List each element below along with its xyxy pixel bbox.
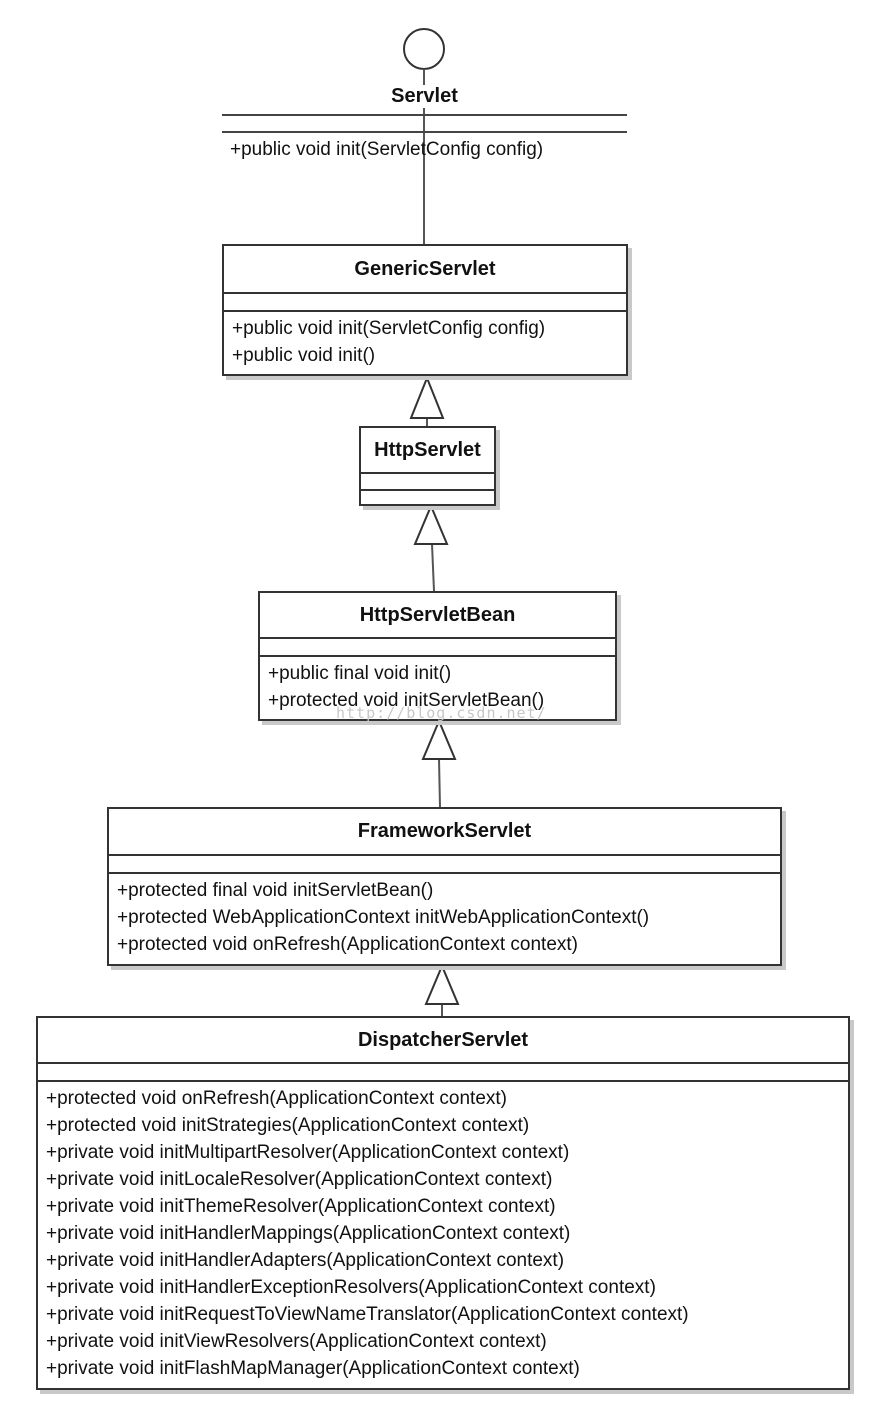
operation: +private void initHandlerMappings(Applic… (46, 1223, 571, 1244)
watermark: http://blog.csdn.net/ (336, 704, 547, 722)
attribute-compartment (224, 292, 626, 310)
generalization-arrowhead-icon (409, 375, 445, 419)
operation: +private void initHandlerAdapters(Applic… (46, 1250, 565, 1271)
operation: +public void init() (232, 345, 376, 366)
operation: +public void init(ServletConfig config) (230, 139, 544, 160)
generalization-arrowhead-icon (421, 718, 457, 760)
operation: +private void initFlashMapManager(Applic… (46, 1358, 580, 1379)
class-dispatcherservlet: DispatcherServlet +protected void onRefr… (36, 1016, 850, 1390)
operation: +protected void onRefresh(ApplicationCon… (46, 1088, 508, 1109)
operation-compartment: +protected final void initServletBean() … (109, 872, 780, 958)
operation: +public final void init() (268, 663, 452, 684)
class-httpservlet: HttpServlet (359, 426, 496, 506)
operation: +protected final void initServletBean() (117, 880, 434, 901)
operation: +protected WebApplicationContext initWeb… (117, 907, 650, 928)
attribute-compartment (361, 472, 494, 489)
operation: +private void initRequestToViewNameTrans… (46, 1304, 689, 1325)
class-servlet: Servlet +public void init(ServletConfig … (222, 78, 627, 170)
class-name: DispatcherServlet (357, 1028, 529, 1051)
attribute-compartment (109, 854, 780, 872)
class-genericservlet: GenericServlet +public void init(Servlet… (222, 244, 628, 376)
operation-compartment: +protected void onRefresh(ApplicationCon… (38, 1080, 848, 1382)
operation: +private void initLocaleResolver(Applica… (46, 1169, 553, 1190)
operation-compartment: +public void init(ServletConfig config) (222, 131, 627, 163)
attribute-compartment (222, 114, 627, 131)
generalization-line (438, 758, 441, 808)
operation: +protected void initServletBean() (268, 690, 545, 711)
class-name: HttpServletBean (359, 603, 516, 626)
generalization-arrowhead-icon (413, 503, 449, 545)
operation-compartment: +public final void init() +protected voi… (260, 655, 615, 714)
attribute-compartment (38, 1062, 848, 1080)
generalization-line (431, 543, 435, 592)
class-httpservletbean: HttpServletBean +public final void init(… (258, 591, 617, 721)
operation: +private void initHandlerExceptionResolv… (46, 1277, 656, 1298)
generalization-arrowhead-icon (424, 963, 460, 1005)
class-name: HttpServlet (374, 438, 481, 461)
operation-compartment: +public void init(ServletConfig config) … (224, 310, 626, 369)
operation: +private void initMultipartResolver(Appl… (46, 1142, 570, 1163)
operation: +public void init(ServletConfig config) (232, 318, 546, 339)
operation: +private void initViewResolvers(Applicat… (46, 1331, 547, 1352)
attribute-compartment (260, 637, 615, 655)
interface-lollipop-icon (403, 28, 445, 70)
operation-compartment (361, 489, 494, 504)
class-frameworkservlet: FrameworkServlet +protected final void i… (107, 807, 782, 966)
operation: +protected void initStrategies(Applicati… (46, 1115, 530, 1136)
operation: +private void initThemeResolver(Applicat… (46, 1196, 556, 1217)
operation: +protected void onRefresh(ApplicationCon… (117, 934, 579, 955)
class-name: Servlet (389, 84, 460, 108)
class-name: GenericServlet (354, 257, 496, 280)
class-name: FrameworkServlet (357, 820, 532, 842)
